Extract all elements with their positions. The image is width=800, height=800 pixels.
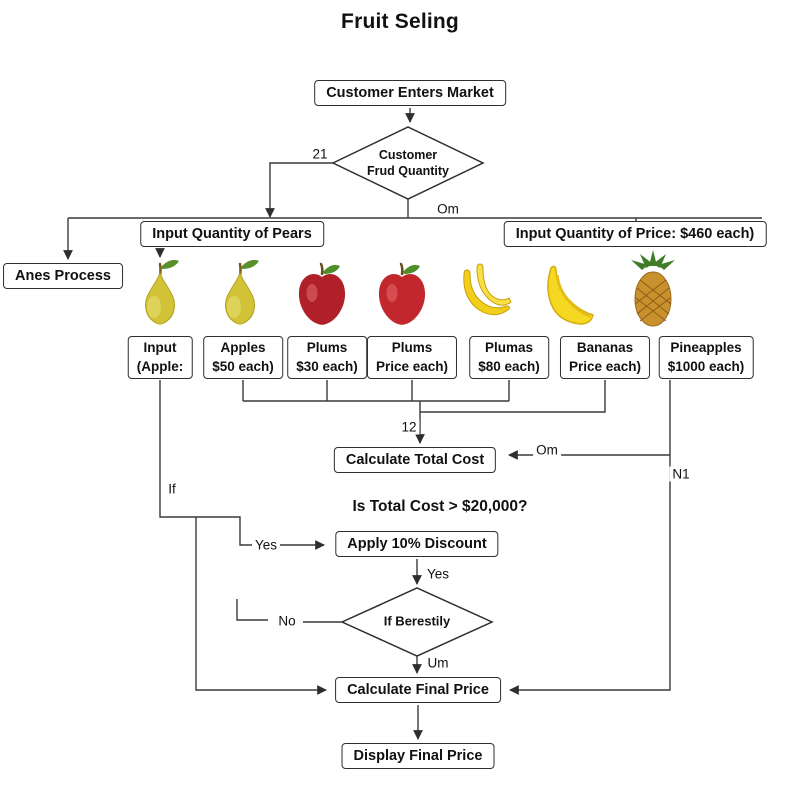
node-line: Pineapples xyxy=(670,340,742,355)
edge-label-yes-discount: Yes xyxy=(251,537,281,553)
flow-node-plums-price: Plums Price each) xyxy=(366,336,458,380)
flow-node-input-apple: Input (Apple: xyxy=(127,336,193,380)
flow-node-plumas-80: Plumas $80 each) xyxy=(469,336,549,380)
flow-node-input-pears: Input Quantity of Pears xyxy=(140,221,324,248)
edge-label-if: If xyxy=(165,481,179,497)
flow-node-pineapples-1000: Pineapples $1000 each) xyxy=(658,336,754,380)
edge-label-21: 21 xyxy=(309,146,331,162)
node-line: $50 each) xyxy=(212,358,274,374)
pear-icon xyxy=(214,256,266,328)
banana-icon xyxy=(455,260,513,324)
node-line: Bananas xyxy=(576,340,634,355)
flow-node-apply-discount: Apply 10% Discount xyxy=(335,531,499,558)
decision-quantity-diamond xyxy=(331,126,485,200)
node-line: Plumas xyxy=(484,340,534,355)
flow-node-display-final: Display Final Price xyxy=(341,743,495,770)
flow-node-calc-final: Calculate Final Price xyxy=(335,677,501,704)
node-line: Input xyxy=(143,340,177,355)
node-line: $80 each) xyxy=(478,358,540,374)
flow-node-input-price: Input Quantity of Price: $460 each) xyxy=(503,221,767,248)
flow-node-bananas-price: Bananas Price each) xyxy=(559,336,651,380)
decision-quantity-line2: Frud Quantity xyxy=(367,164,449,178)
node-line: Apples xyxy=(220,340,266,355)
node-line: Price each) xyxy=(375,358,449,374)
flow-node-plums-30: Plums $30 each) xyxy=(287,336,367,380)
apple-icon xyxy=(375,262,429,328)
node-line: Price each) xyxy=(568,358,642,374)
decision-final-label: If Berestily xyxy=(383,613,451,629)
flow-node-anes-process: Anes Process xyxy=(3,263,123,290)
edge-label-um: Um xyxy=(424,655,452,671)
total-cost-question: Is Total Cost > $20,000? xyxy=(352,498,528,515)
decision-final-diamond xyxy=(340,587,494,657)
pineapple-icon xyxy=(626,250,680,330)
edge-label-om-mid: Om xyxy=(533,442,561,458)
pineapple-slice-icon xyxy=(540,262,596,326)
node-line: (Apple: xyxy=(136,358,184,374)
node-line: Plums xyxy=(391,340,433,355)
flow-node-start: Customer Enters Market xyxy=(314,80,506,107)
edge-label-n1: N1 xyxy=(669,466,693,482)
flow-node-apples-price: Apples $50 each) xyxy=(203,336,283,380)
decision-quantity-label: Customer Frud Quantity xyxy=(367,147,449,180)
edge-label-no: No xyxy=(275,613,299,629)
node-line: $1000 each) xyxy=(667,358,745,374)
edge-label-om-top: Om xyxy=(434,201,462,217)
pear-icon xyxy=(134,256,186,328)
apple-icon xyxy=(295,262,349,328)
node-line: $30 each) xyxy=(296,358,358,374)
diagram-title: Fruit Seling xyxy=(341,10,459,33)
edge-label-12: 12 xyxy=(398,419,420,435)
decision-quantity-line1: Customer xyxy=(378,147,438,162)
node-line: Plums xyxy=(306,340,348,355)
edge-label-yes-decision: Yes xyxy=(423,566,453,582)
flow-node-calc-total: Calculate Total Cost xyxy=(333,447,497,474)
